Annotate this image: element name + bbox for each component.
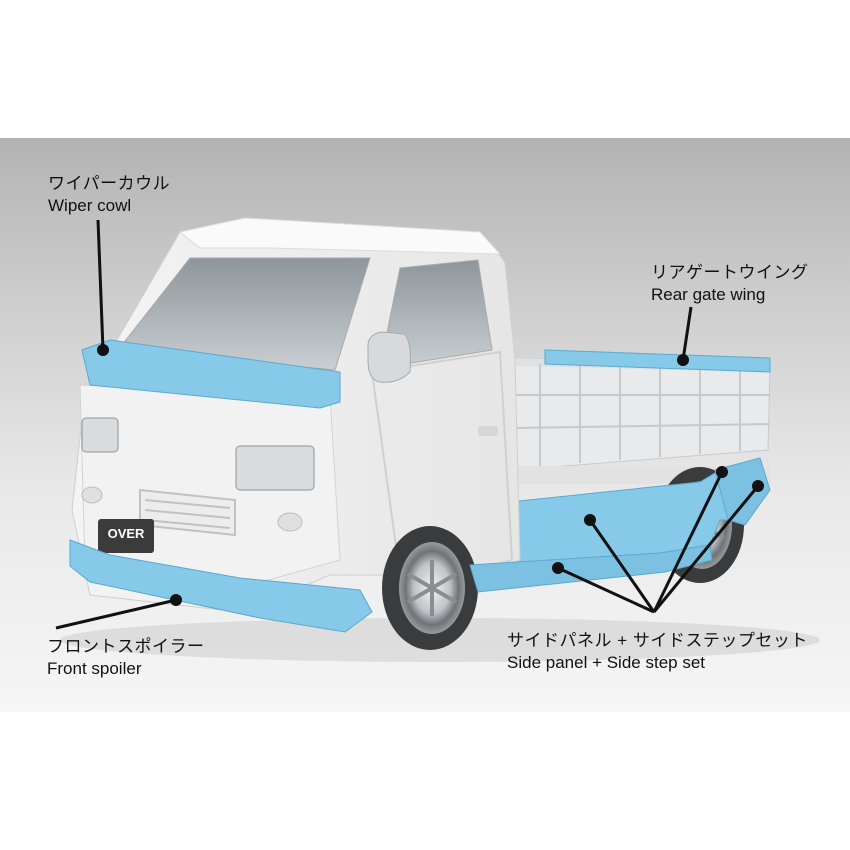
callout-dot <box>584 514 596 526</box>
callout-dot <box>552 562 564 574</box>
rear-fender-part <box>714 457 771 526</box>
truck-illustration <box>55 217 820 662</box>
callout-side-set-en: Side panel + Side step set <box>507 653 705 672</box>
callout-dots <box>97 344 764 606</box>
leader-lines <box>55 219 760 630</box>
callout-dot <box>170 594 182 606</box>
callout-rear-gate-wing-ja: リアゲートウイング <box>651 263 809 282</box>
callout-dot <box>677 354 689 366</box>
wiper-cowl-part <box>81 339 341 409</box>
grille <box>139 488 236 537</box>
plate-logo: OVER <box>107 526 145 541</box>
front-spoiler-part <box>69 539 373 633</box>
rear-gate-wing-part <box>544 349 771 373</box>
callout-dot <box>97 344 109 356</box>
callout-side-set: サイドパネル + サイドステップセット Side panel + Side st… <box>507 630 808 674</box>
callout-rear-gate-wing-en: Rear gate wing <box>651 285 766 304</box>
callout-rear-gate-wing: リアゲートウイング Rear gate wing <box>651 262 809 306</box>
callout-wiper-cowl-ja: ワイパーカウル <box>48 174 171 193</box>
cab-body <box>71 217 521 613</box>
callout-wiper-cowl: ワイパーカウル Wiper cowl <box>48 173 170 217</box>
side-step-part <box>469 544 713 593</box>
callout-dot <box>752 480 764 492</box>
side-mirror <box>367 331 411 383</box>
callout-front-spoiler: フロントスポイラー Front spoiler <box>47 636 205 680</box>
callout-side-set-ja: サイドパネル + サイドステップセット <box>507 631 808 650</box>
callout-front-spoiler-ja: フロントスポイラー <box>47 637 205 656</box>
background-band <box>0 138 850 712</box>
front-wheel <box>382 526 478 650</box>
license-plate <box>98 519 154 553</box>
callout-dot <box>716 466 728 478</box>
callout-wiper-cowl-en: Wiper cowl <box>48 196 132 215</box>
headlight-left <box>81 417 119 453</box>
headlight-right <box>235 445 315 491</box>
callout-front-spoiler-en: Front spoiler <box>47 659 142 678</box>
